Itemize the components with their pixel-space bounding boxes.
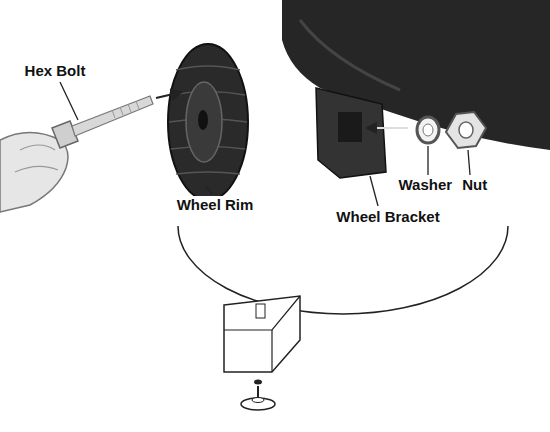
assembly-arrow: [156, 92, 182, 98]
hand-finger: [20, 145, 55, 150]
rubber-foot: [241, 398, 275, 410]
tank-shading: [300, 20, 400, 90]
hand-finger: [15, 166, 58, 172]
bolt-shank: [72, 96, 153, 136]
bolt-thread: [112, 101, 139, 118]
part-label: Nut: [460, 176, 489, 194]
wheel-hub: [186, 82, 222, 162]
foot-hole: [254, 380, 262, 385]
part-label: Wheel Bracket: [334, 208, 441, 226]
foot-slot: [256, 304, 265, 318]
part-label: Wheel Rim: [175, 196, 256, 214]
foot-stud: [257, 386, 259, 398]
part-label: Hex Bolt: [23, 62, 88, 80]
label-anchor: Hex Bolt: [23, 62, 88, 80]
label-anchor: Washer: [397, 176, 455, 194]
leader-lines: [60, 82, 470, 206]
part-label: Washer: [397, 176, 455, 194]
label-anchor: Wheel Rim: [175, 196, 256, 214]
nut: [446, 112, 486, 148]
assembly-arrow: [366, 127, 408, 129]
washer: [417, 117, 439, 143]
wheel-bracket: [316, 88, 386, 178]
wheel-tire: [168, 44, 248, 200]
nut-hole: [459, 122, 473, 138]
foot-bracket: [224, 296, 300, 372]
label-anchor: Wheel Bracket: [334, 208, 441, 226]
label-anchor: Nut: [460, 176, 489, 194]
rubber-foot-top: [252, 398, 264, 403]
tank-outline: [178, 226, 508, 314]
hub-hole: [198, 110, 208, 130]
foot-bracket-edge: [224, 296, 300, 330]
bracket-hole: [338, 112, 362, 142]
washer-hole: [423, 124, 433, 136]
foot-bracket-edge: [271, 330, 272, 372]
tire-tread: [169, 66, 247, 174]
